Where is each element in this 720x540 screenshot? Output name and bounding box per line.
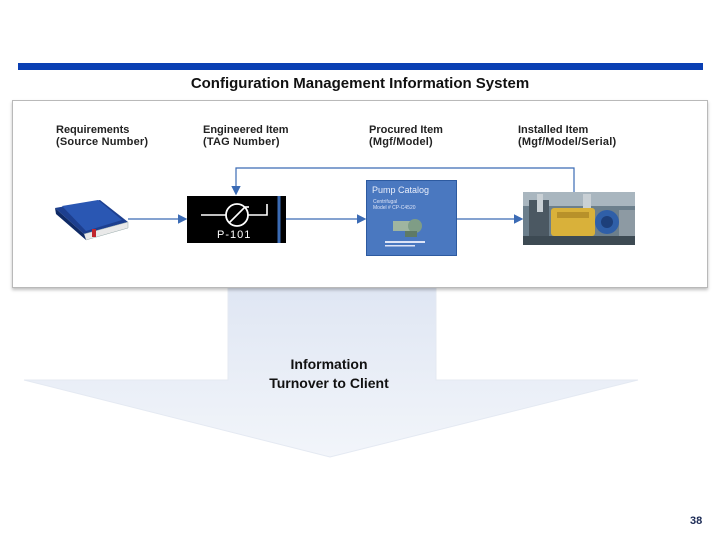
pump-symbol: P-101: [187, 196, 286, 243]
column-engineered-item: Engineered Item (TAG Number): [203, 124, 289, 148]
pump-tag-label: P-101: [217, 229, 252, 241]
pump-catalog: Pump Catalog Centrifugal Model # CP-C452…: [366, 180, 457, 256]
pump-image-icon: [385, 219, 425, 247]
catalog-title: Pump Catalog: [372, 185, 430, 195]
column-sublabel: (Mgf/Model): [369, 136, 433, 148]
column-procured-item: Procured Item (Mgf/Model): [369, 124, 443, 148]
catalog-line: Model # CP-C4520: [373, 205, 416, 211]
column-label: Procured Item: [369, 124, 443, 136]
turnover-label: Information Turnover to Client: [229, 355, 429, 393]
column-label: Installed Item: [518, 124, 589, 136]
turnover-label-line1: Information: [290, 356, 368, 372]
catalog-line: Centrifugal: [373, 199, 398, 205]
top-accent-bar: [18, 63, 703, 70]
column-sublabel: (Source Number): [56, 136, 149, 148]
installed-pump-photo: [523, 192, 635, 245]
column-label: Requirements: [56, 124, 130, 136]
column-sublabel: (Mgf/Model/Serial): [518, 136, 617, 148]
slide-title: Configuration Management Information Sys…: [190, 75, 530, 92]
column-sublabel: (TAG Number): [203, 136, 280, 148]
pump-icon: [201, 196, 281, 243]
catalog-subtext: Centrifugal Model # CP-C4520: [373, 199, 416, 211]
page-number: 38: [690, 515, 703, 527]
column-installed-item: Installed Item (Mgf/Model/Serial): [518, 124, 616, 148]
column-requirements: Requirements (Source Number): [56, 124, 148, 148]
pump-photo-icon: [523, 192, 635, 245]
column-label: Engineered Item: [203, 124, 289, 136]
book-icon: [55, 200, 129, 241]
turnover-label-line2: Turnover to Client: [269, 375, 389, 391]
